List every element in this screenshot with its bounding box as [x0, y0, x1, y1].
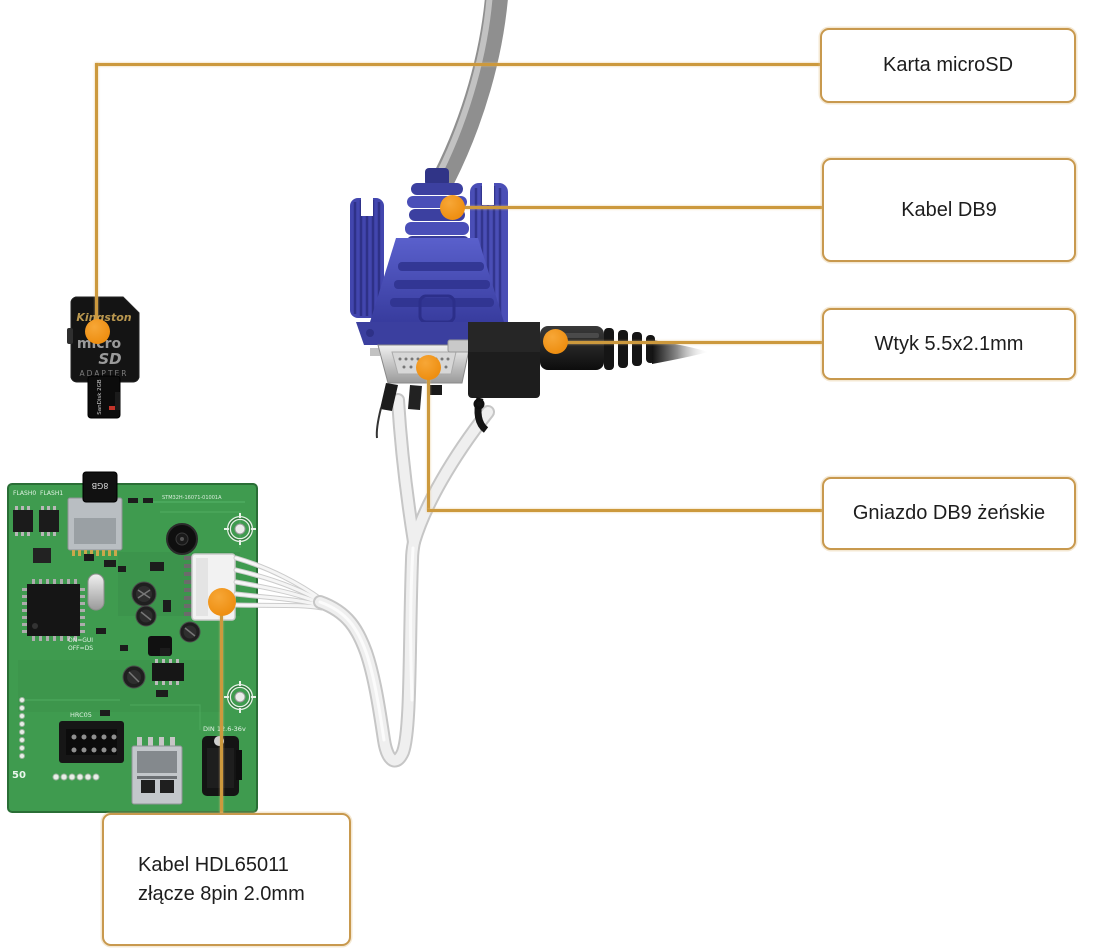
silk-serial: STM32H-16071-01001A [162, 495, 222, 501]
callout-dot-db9-socket [416, 355, 441, 380]
white-ribbon-cable [233, 393, 495, 768]
flash-chip-2 [39, 506, 59, 536]
grip-grooves [390, 262, 494, 307]
small-ic [33, 548, 51, 563]
svg-text:8GB: 8GB [92, 481, 109, 490]
plug-cable-tail [652, 340, 708, 364]
usb-port [131, 737, 183, 805]
label-kabel-db9: Kabel DB9 [822, 158, 1076, 262]
lock-switch [67, 328, 73, 344]
adapter-type: ADAPTER [80, 369, 129, 378]
svg-text:HRC05: HRC05 [70, 711, 92, 719]
power-jack [447, 322, 540, 433]
test-pads [19, 697, 100, 781]
label-karta-microsd-text: Karta microSD [882, 54, 1014, 76]
silk-number: 50 [12, 770, 26, 781]
leader-line-db9-socket-v [427, 368, 430, 510]
capacitors [122, 581, 201, 689]
callout-dot-hdl-cable [208, 588, 236, 616]
svg-text:DIN 12.6-36v: DIN 12.6-36v [203, 725, 246, 733]
label-wtyk: Wtyk 5.5x2.1mm [822, 308, 1076, 380]
label-kabel-db9-text: Kabel DB9 [901, 198, 997, 221]
sd-card-slot [67, 497, 123, 556]
passive-components [84, 498, 171, 716]
svg-text:SanDisk 2GB: SanDisk 2GB [97, 379, 103, 415]
cable-boot-right [408, 385, 422, 410]
sandisk-microsd: SanDisk 2GB [87, 375, 121, 419]
silk-flash1: FLASH1 [40, 490, 63, 497]
silk-jumper: ON=GUI [68, 637, 93, 644]
leader-line-db9-socket-h [427, 509, 822, 512]
leader-line-microsd-v [95, 63, 98, 333]
vga-connector [350, 168, 518, 353]
buzzer [166, 523, 198, 555]
idc-header: HRC05 [59, 711, 124, 763]
soic-chip [152, 659, 184, 685]
main-chip [22, 579, 85, 641]
microsd-adapter: Kingston micro SD ADAPTER SanDisk 2GB [67, 296, 140, 419]
leader-line-db9-cable [453, 206, 822, 209]
left-thumbscrew [350, 194, 384, 318]
cable-boot-left [380, 383, 398, 411]
leader-line-hdl-cable [220, 602, 223, 814]
label-gniazdo-db9: Gniazdo DB9 żeńskie [822, 477, 1076, 550]
vga-cable [432, 0, 508, 190]
crystal-oscillator [87, 573, 105, 611]
microsd-8gb-card: 8GB [82, 471, 118, 503]
flash-chip-1 [13, 506, 33, 536]
leader-line-plug [556, 341, 822, 344]
silk-jumper2: OFF=DS [68, 645, 93, 652]
mounting-hole-top [224, 513, 256, 545]
label-kabel-hdl: Kabel HDL65011 złącze 8pin 2.0mm [102, 813, 351, 946]
callout-dot-microsd [85, 319, 110, 344]
adapter-logo-bottom: SD [98, 350, 121, 368]
label-karta-microsd: Karta microSD [820, 28, 1076, 103]
callout-dot-plug [543, 329, 568, 354]
label-gniazdo-db9-text: Gniazdo DB9 żeńskie [852, 502, 1046, 524]
mounting-hole-bottom [224, 681, 256, 713]
callout-dot-db9-cable [440, 195, 465, 220]
leader-line-microsd-h [96, 63, 820, 66]
label-kabel-hdl-line2: złącze 8pin 2.0mm [138, 882, 305, 905]
silk-flash0: FLASH0 [13, 490, 36, 497]
label-wtyk-text: Wtyk 5.5x2.1mm [874, 332, 1024, 355]
label-kabel-hdl-line1: Kabel HDL65011 [138, 853, 289, 876]
pcb-board: FLASH0 FLASH1 STM32H-16071-01001A [7, 471, 258, 813]
